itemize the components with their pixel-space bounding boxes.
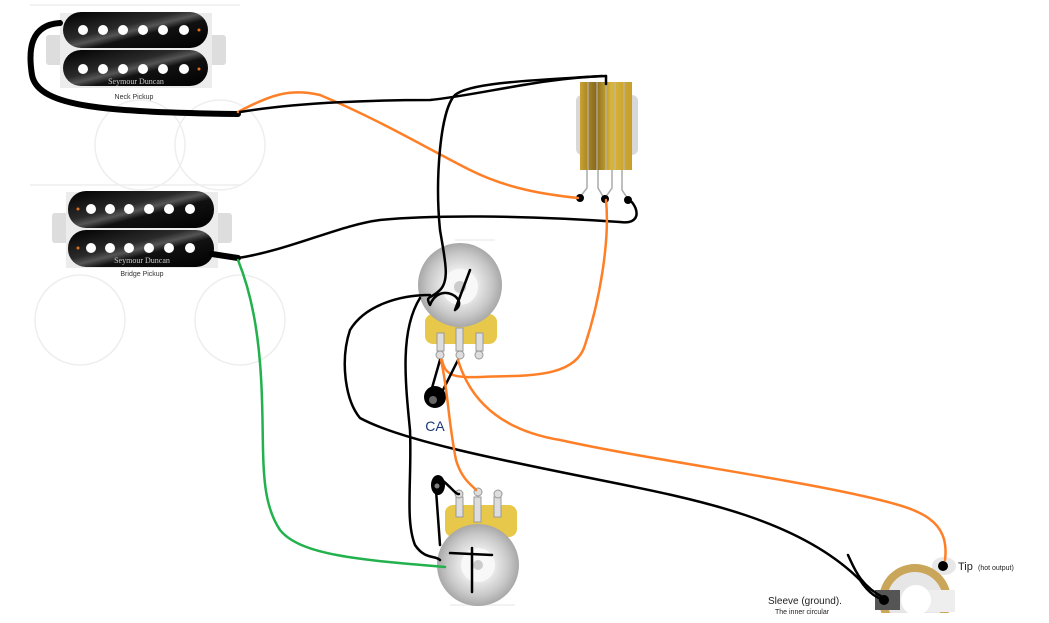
bridge-pickup: Seymour Duncan Bridge Pickup [52,191,232,278]
tone-capacitor [431,475,445,495]
background-guides [30,4,515,606]
switch-ground-to-volume [426,74,604,312]
wires [236,74,947,602]
neck-hot-wire [236,91,580,200]
volume-to-tone-wire [439,358,478,492]
volume-to-jack-tip-wire [456,358,947,562]
volume-to-tone-ground [404,296,442,562]
tone-pot[interactable] [430,487,530,623]
bridge-green-wire [236,258,447,569]
bridge-brand: Seymour Duncan [114,256,170,265]
switch-to-volume-wire [440,198,609,379]
cap-lead-1 [430,358,442,390]
pickup-selector-switch[interactable] [576,82,638,204]
neck-to-switch-wire [238,74,608,114]
bridge-pickup-label: Bridge Pickup [120,271,163,278]
jack-sleeve-lead [846,553,886,600]
volume-capacitor: CA [424,386,446,434]
tip-note: (hot output) [978,565,1014,572]
volume-pot[interactable] [418,243,502,360]
bridge-pickup-cable [209,251,241,261]
neck-brand: Seymour Duncan [108,77,164,86]
bridge-to-switch-wire [236,198,638,260]
neck-pickup: Seymour Duncan Neck Pickup [46,12,226,101]
volume-ground-loop [343,293,886,602]
tone-cap-lead [434,478,461,547]
tone-ground-mark [448,546,494,594]
neck-pickup-label: Neck Pickup [115,94,154,101]
neck-pickup-cable [27,20,241,117]
output-jack[interactable]: Tip (hot output) Sleeve (ground). The in… [768,557,1014,623]
sleeve-label: Sleeve (ground). [768,596,842,607]
tip-label: Tip [958,561,973,573]
capacitor-label: CA [425,418,445,434]
sleeve-note: The inner circular [775,609,830,616]
